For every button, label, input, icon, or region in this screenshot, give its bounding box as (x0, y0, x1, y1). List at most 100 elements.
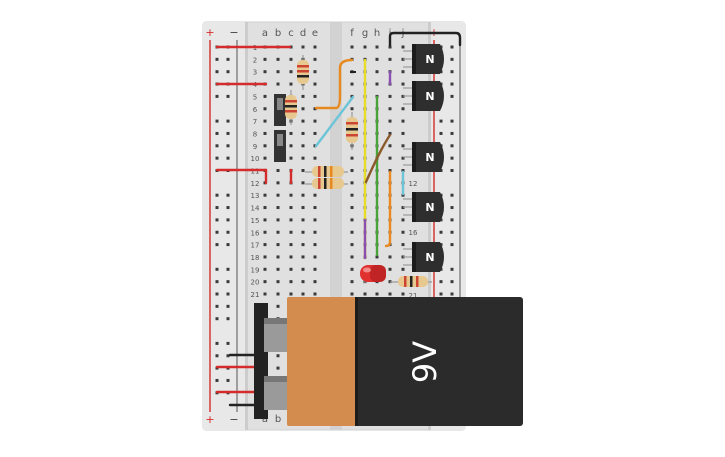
resistors (285, 55, 432, 287)
hole (401, 107, 405, 111)
resistor-2[interactable] (285, 90, 297, 125)
resistor-3[interactable] (346, 112, 358, 150)
hole (276, 255, 280, 259)
row-number-6: 6 (253, 106, 258, 114)
hole (263, 94, 267, 98)
transistor-npn-3[interactable]: N (403, 142, 444, 172)
rail-hole (439, 119, 443, 123)
hole (289, 218, 293, 222)
hole (401, 218, 405, 222)
hole (401, 267, 405, 271)
hole (276, 218, 280, 222)
rail-hole (226, 131, 230, 135)
rail-divider-right (428, 22, 431, 430)
rail-hole (226, 317, 230, 321)
hole (388, 45, 392, 49)
rail-hole (439, 131, 443, 135)
rail-plus-label: + (205, 26, 214, 39)
hole (350, 156, 354, 160)
transistor-npn-1[interactable]: N (403, 44, 444, 74)
rail-hole (226, 218, 230, 222)
transistor-npn-4[interactable]: N (403, 192, 444, 222)
hole (401, 131, 405, 135)
hole (276, 292, 280, 296)
hole (276, 366, 280, 370)
hole (276, 206, 280, 210)
resistor-5[interactable] (305, 178, 348, 189)
hole (263, 119, 267, 123)
resistor-6[interactable] (390, 276, 432, 287)
rail-hole (215, 341, 219, 345)
hole (313, 119, 317, 123)
hole (289, 156, 293, 160)
column-label-a: a (262, 28, 268, 39)
hole (301, 292, 305, 296)
rail-hole (439, 169, 443, 172)
transistor-npn-2[interactable]: N (403, 81, 444, 111)
rail-hole (215, 57, 219, 61)
rail-hole (215, 193, 219, 197)
orange-wire-1[interactable] (314, 58, 354, 110)
column-label-b: b (275, 28, 281, 39)
rail-hole (215, 131, 219, 135)
hole (350, 45, 354, 49)
column-label-f: f (350, 28, 354, 39)
slide-switch-2-knob[interactable] (277, 134, 283, 146)
rail-hole (450, 267, 454, 271)
battery-label: 9V (406, 341, 444, 383)
hole (289, 131, 293, 135)
rail-hole (215, 243, 219, 247)
hole (313, 292, 317, 296)
hole (401, 82, 405, 86)
resistor-1[interactable] (297, 55, 309, 90)
brown-wire[interactable] (364, 133, 392, 184)
hole (263, 70, 267, 74)
row-number-11: 11 (251, 168, 260, 176)
hole (313, 230, 317, 234)
hole (350, 218, 354, 222)
hole (276, 169, 280, 172)
resistor-4[interactable] (305, 166, 348, 177)
rail-hole (450, 292, 454, 296)
hole (263, 218, 267, 222)
rail-hole (450, 144, 454, 148)
battery-9v[interactable]: 9V (287, 297, 523, 426)
right-row-label-16: 16 (409, 229, 418, 237)
hole (263, 156, 267, 160)
cyan-wire-1[interactable] (314, 95, 355, 148)
hole (401, 156, 405, 160)
hole (289, 255, 293, 259)
hole (263, 193, 267, 197)
orange-wire-2[interactable] (384, 170, 392, 248)
row-number-12: 12 (251, 180, 260, 188)
rail-hole (215, 206, 219, 210)
row-number-18: 18 (251, 254, 260, 262)
rail-hole (215, 292, 219, 296)
hole (401, 230, 405, 234)
rail-hole (226, 267, 230, 271)
right-row-label-21: 21 (409, 292, 418, 300)
red-led[interactable] (360, 265, 386, 283)
row-number-labels: 123456789101112131415161718192021 (251, 44, 260, 299)
row-number-21: 21 (251, 291, 260, 299)
column-label-c: c (288, 28, 294, 39)
hole (301, 156, 305, 160)
hole (313, 70, 317, 74)
slide-switch-1-knob[interactable] (277, 98, 283, 110)
rail-hole (226, 144, 230, 148)
hole (276, 354, 280, 358)
hole (276, 267, 280, 271)
bottom-column-label-a: a (262, 414, 268, 425)
transistor-npn-5[interactable]: N (403, 242, 444, 272)
hole (301, 206, 305, 210)
signal-wires (314, 31, 462, 260)
hole (289, 280, 293, 284)
hole (276, 280, 280, 284)
rail-plus-label-bottom: + (205, 413, 214, 426)
rail-hole (450, 243, 454, 247)
hole (263, 243, 267, 247)
black-wire-top[interactable] (388, 31, 462, 47)
rail-hole (226, 292, 230, 296)
hole (276, 304, 280, 308)
hole (388, 57, 392, 61)
